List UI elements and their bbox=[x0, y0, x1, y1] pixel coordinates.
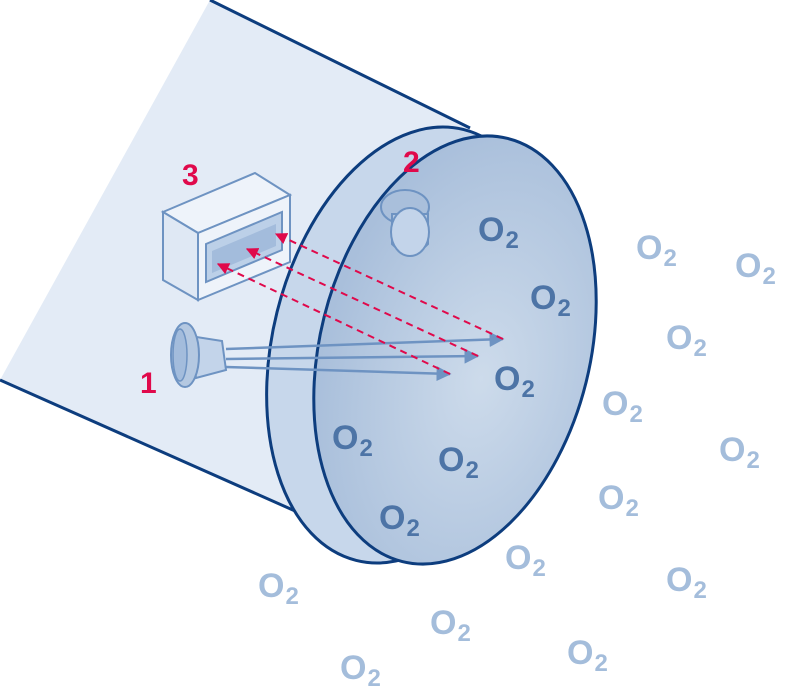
label-receiver: 3 bbox=[182, 159, 199, 192]
o2-subscript: 2 bbox=[625, 495, 638, 522]
o2-symbol: O bbox=[602, 385, 628, 423]
o2-molecule: O2 bbox=[666, 319, 707, 362]
tube-top-edge bbox=[209, 0, 471, 130]
o2-subscript: 2 bbox=[557, 295, 570, 322]
o2-subscript: 2 bbox=[746, 447, 759, 474]
o2-symbol: O bbox=[258, 567, 284, 605]
detector-sensor bbox=[380, 189, 430, 257]
o2-subscript: 2 bbox=[367, 665, 380, 690]
o2-subscript: 2 bbox=[359, 435, 372, 462]
o2-molecule: O2 bbox=[438, 441, 479, 484]
o2-symbol: O bbox=[735, 247, 761, 285]
o2-symbol: O bbox=[598, 479, 624, 517]
o2-subscript: 2 bbox=[465, 457, 478, 484]
o2-molecule: O2 bbox=[636, 229, 677, 272]
o2-molecule: O2 bbox=[478, 211, 519, 254]
o2-subscript: 2 bbox=[629, 401, 642, 428]
o2-symbol: O bbox=[379, 499, 405, 537]
o2-subscript: 2 bbox=[285, 583, 298, 610]
o2-symbol: O bbox=[666, 319, 692, 357]
o2-molecule: O2 bbox=[598, 479, 639, 522]
o2-molecule: O2 bbox=[735, 247, 776, 290]
o2-molecule: O2 bbox=[494, 360, 535, 403]
emission-beams bbox=[216, 233, 504, 375]
o2-subscript: 2 bbox=[693, 577, 706, 604]
o2-symbol: O bbox=[494, 360, 520, 398]
emission-line bbox=[245, 248, 479, 357]
o2-molecule: O2 bbox=[379, 499, 420, 542]
o2-subscript: 2 bbox=[762, 263, 775, 290]
emission-line bbox=[274, 233, 504, 340]
o2-subscript: 2 bbox=[594, 650, 607, 677]
o2-molecule: O2 bbox=[567, 634, 608, 677]
o2-subscript: 2 bbox=[693, 335, 706, 362]
emission-line bbox=[216, 263, 451, 375]
light-emitter bbox=[170, 322, 228, 388]
o2-molecule: O2 bbox=[258, 567, 299, 610]
o2-symbol: O bbox=[636, 229, 662, 267]
o2-symbol: O bbox=[332, 419, 358, 457]
o2-molecule: O2 bbox=[719, 431, 760, 474]
disc-face bbox=[312, 134, 598, 566]
excitation-beams bbox=[225, 331, 505, 382]
o2-symbol: O bbox=[438, 441, 464, 479]
o2-molecule: O2 bbox=[332, 419, 373, 462]
o2-subscript: 2 bbox=[505, 227, 518, 254]
o2-symbol: O bbox=[430, 604, 456, 642]
o2-symbol: O bbox=[478, 211, 504, 249]
label-detector: 2 bbox=[403, 146, 420, 179]
o2-molecule: O2 bbox=[505, 539, 546, 582]
o2-symbol: O bbox=[719, 431, 745, 469]
o2-symbol: O bbox=[567, 634, 593, 672]
label-emitter: 1 bbox=[140, 367, 157, 400]
beam-line bbox=[225, 365, 452, 382]
o2-symbol: O bbox=[530, 279, 556, 317]
o2-subscript: 2 bbox=[532, 555, 545, 582]
o2-molecule: O2 bbox=[666, 561, 707, 604]
o2-symbol: O bbox=[666, 561, 692, 599]
o2-subscript: 2 bbox=[457, 620, 470, 647]
o2-molecule: O2 bbox=[530, 279, 571, 322]
o2-molecule: O2 bbox=[340, 649, 381, 690]
beam-line bbox=[225, 331, 505, 351]
o2-subscript: 2 bbox=[521, 376, 534, 403]
o2-molecule: O2 bbox=[430, 604, 471, 647]
o2-symbol: O bbox=[505, 539, 531, 577]
beam-line bbox=[225, 348, 480, 364]
o2-subscript: 2 bbox=[663, 245, 676, 272]
o2-subscript: 2 bbox=[406, 515, 419, 542]
o2-molecule: O2 bbox=[602, 385, 643, 428]
o2-symbol: O bbox=[340, 649, 366, 687]
